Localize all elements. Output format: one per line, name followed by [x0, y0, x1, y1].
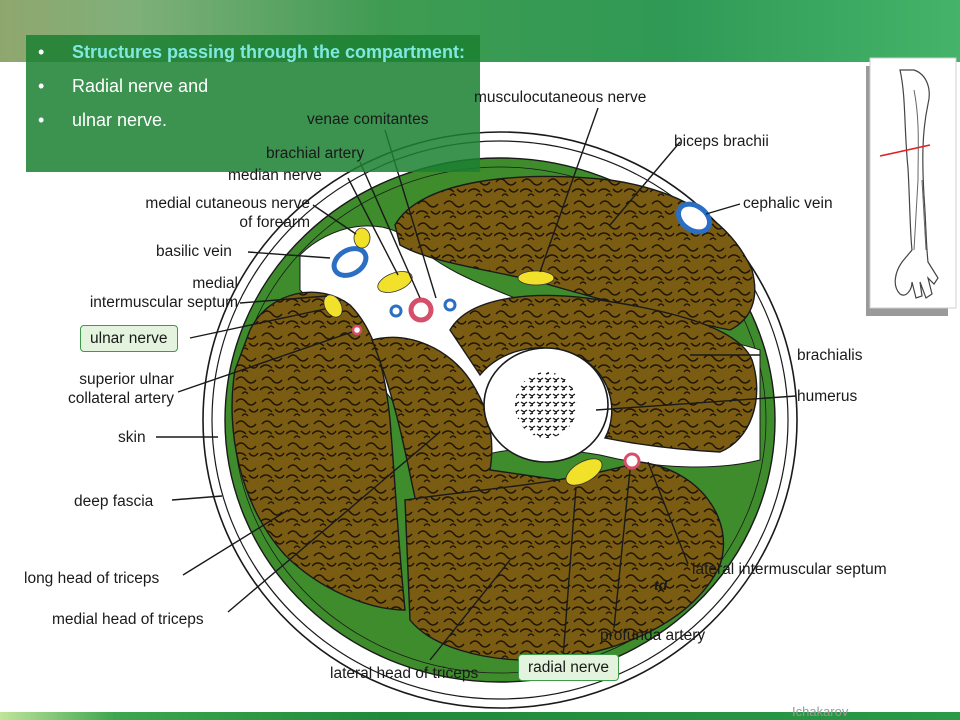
label-venae-comitantes: venae comitantes — [307, 111, 429, 128]
label-brachial-artery: brachial artery — [266, 145, 365, 162]
vena-comitans-2 — [443, 298, 457, 312]
label-line: of forearm — [239, 214, 310, 231]
label-lateral-intermuscular-septum: lateral intermuscular septum — [692, 561, 887, 578]
basilic-vein — [331, 246, 369, 278]
label-radial-nerve-highlighted: radial nerve — [518, 654, 619, 681]
label-profunda-artery: profunda artery — [600, 627, 706, 644]
arm-inset-figure — [866, 57, 957, 316]
label-biceps-brachii: biceps brachii — [674, 133, 769, 150]
label-medial-head-of-triceps: medial head of triceps — [52, 611, 204, 628]
label-medial-intermuscular-septum: medial intermuscular septum — [20, 274, 238, 312]
label-lateral-head-of-triceps: lateral head of triceps — [330, 665, 479, 682]
radial-nerve — [565, 458, 603, 486]
label-cephalic-vein: cephalic vein — [743, 195, 833, 212]
label-basilic-vein: basilic vein — [156, 243, 232, 260]
label-superior-ulnar-collateral-artery: superior ulnar collateral artery — [30, 370, 174, 408]
triceps-long-head — [231, 291, 406, 611]
label-line: medial cutaneous nerve — [145, 195, 310, 212]
bullet-panel: •Structures passing through the compartm… — [26, 35, 480, 172]
superior-ulnar-collateral-artery — [351, 324, 363, 336]
label-line: superior ulnar — [79, 371, 174, 388]
author-credit: Ichakarov — [792, 704, 849, 719]
label-ulnar-nerve-highlighted: ulnar nerve — [80, 325, 178, 352]
biceps-muscle — [394, 175, 756, 331]
label-humerus: humerus — [797, 388, 858, 405]
ulnar-nerve — [323, 294, 343, 318]
label-line: medial — [192, 275, 238, 292]
medial-cutaneous-nerve — [353, 227, 371, 249]
bottom-banner — [0, 712, 960, 720]
vena-comitans-1 — [389, 304, 403, 318]
label-line: intermuscular septum — [89, 294, 238, 311]
label-median-nerve: median nerve — [228, 167, 322, 184]
cephalic-vein — [675, 201, 713, 235]
label-deep-fascia: deep fascia — [74, 493, 154, 510]
median-nerve — [377, 271, 413, 293]
bullet-item: •Radial nerve and — [38, 76, 209, 96]
profunda-artery — [623, 452, 641, 470]
label-medial-cutaneous-nerve: medial cutaneous nerve of forearm — [110, 194, 310, 232]
label-line: collateral artery — [68, 390, 174, 407]
musculocutaneous-nerve — [517, 270, 555, 286]
label-long-head-of-triceps: long head of triceps — [24, 570, 160, 587]
label-musculocutaneous-nerve: musculocutaneous nerve — [474, 89, 647, 106]
label-skin: skin — [118, 429, 146, 446]
label-brachialis: brachialis — [797, 347, 863, 364]
triceps-lateral-head — [404, 461, 725, 661]
bullet-text: Structures passing through the compartme… — [72, 42, 466, 62]
bullet-item: •Structures passing through the compartm… — [38, 42, 466, 62]
leader-lines — [156, 107, 797, 661]
illustrator-initials: td — [654, 577, 668, 593]
bullet-item: •ulnar nerve. — [38, 110, 168, 130]
bullet-text: ulnar nerve. — [72, 110, 168, 130]
brachial-artery — [408, 297, 434, 323]
humerus-bone — [483, 347, 609, 463]
bullet-text: Radial nerve and — [72, 76, 209, 96]
